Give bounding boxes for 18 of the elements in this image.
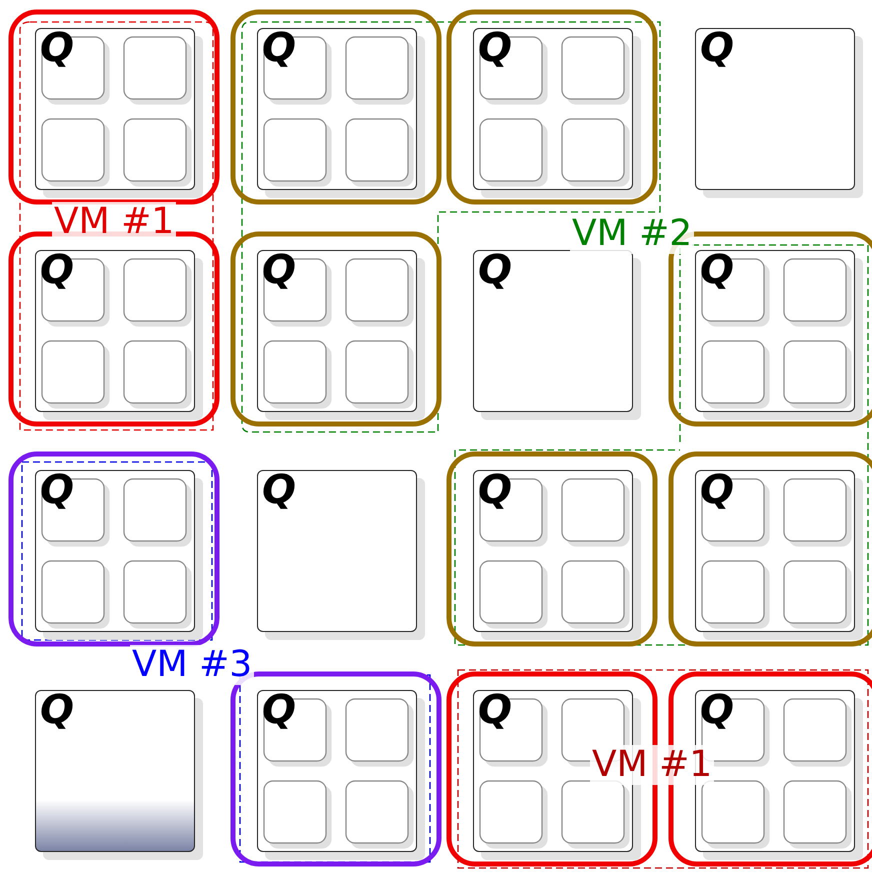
chip-letter: Q: [262, 25, 296, 71]
chip-letter: Q: [700, 247, 734, 293]
chip-letter: Q: [478, 247, 512, 293]
vm-label: VM #1: [590, 745, 714, 785]
chip-letter: Q: [262, 247, 296, 293]
chip-letter: Q: [478, 687, 512, 733]
chip-letter: Q: [40, 247, 74, 293]
chip-letter: Q: [40, 467, 74, 513]
chip-letter: Q: [40, 687, 74, 733]
chip-letter: Q: [700, 25, 734, 71]
chip-letter: Q: [262, 687, 296, 733]
chip-letter: Q: [700, 467, 734, 513]
chip-letter: Q: [478, 25, 512, 71]
chip-letter: Q: [262, 467, 296, 513]
vm-label: VM #3: [130, 645, 254, 685]
chip-letter: Q: [700, 687, 734, 733]
chip-letter: Q: [40, 25, 74, 71]
chip-letter: Q: [478, 467, 512, 513]
